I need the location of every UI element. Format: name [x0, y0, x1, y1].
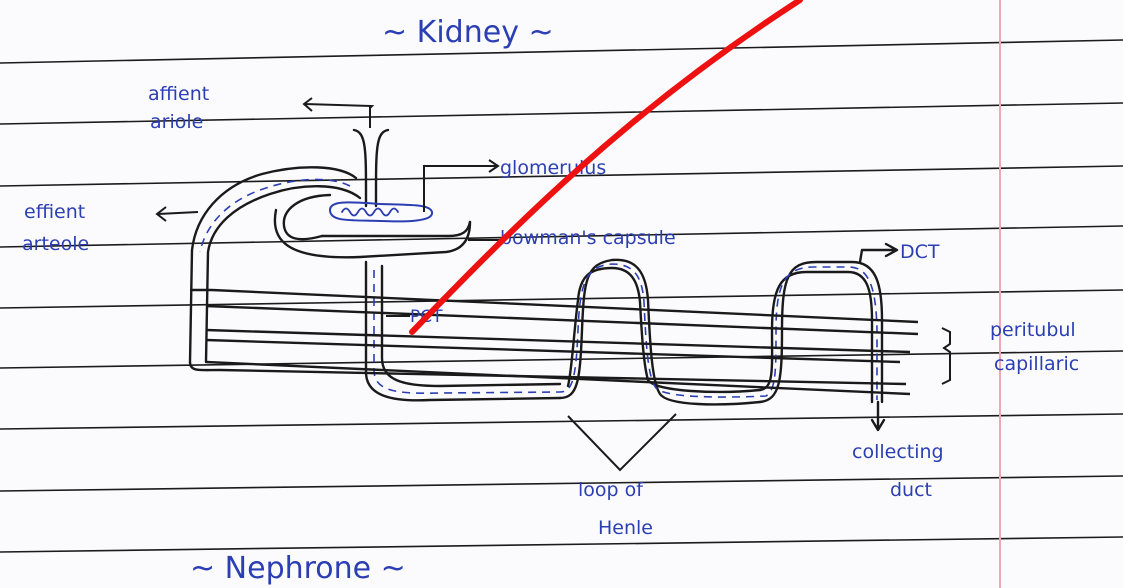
bowmans-capsule-label: bowman's capsule [500, 227, 676, 249]
afferent-label-line2: ariole [150, 111, 203, 133]
afferent-label-line1: affient [148, 83, 209, 105]
loop-of-henle-line2: Henle [598, 517, 653, 539]
loop-of-henle-line1: loop of [578, 479, 644, 501]
glomerulus-pointer [424, 160, 498, 212]
loop-of-henle-pointer [568, 414, 676, 470]
efferent-label-line1: effient [24, 201, 85, 223]
page-title: ~ Kidney ~ [382, 15, 554, 50]
capillaries-bracket [942, 328, 950, 384]
page-subtitle: ~ Nephrone ~ [190, 551, 406, 586]
peritubular-label-line1: peritubul [990, 319, 1076, 341]
peritubular-label-line2: capillaric [994, 353, 1079, 375]
collecting-duct-line2: duct [890, 479, 932, 501]
afferent-arrow [304, 98, 372, 111]
efferent-arrow [157, 207, 198, 221]
collecting-duct-line1: collecting [852, 441, 944, 463]
peritubular-capillaries [190, 290, 918, 394]
dct-label: DCT [900, 241, 940, 263]
efferent-label-line2: arteole [22, 233, 89, 255]
